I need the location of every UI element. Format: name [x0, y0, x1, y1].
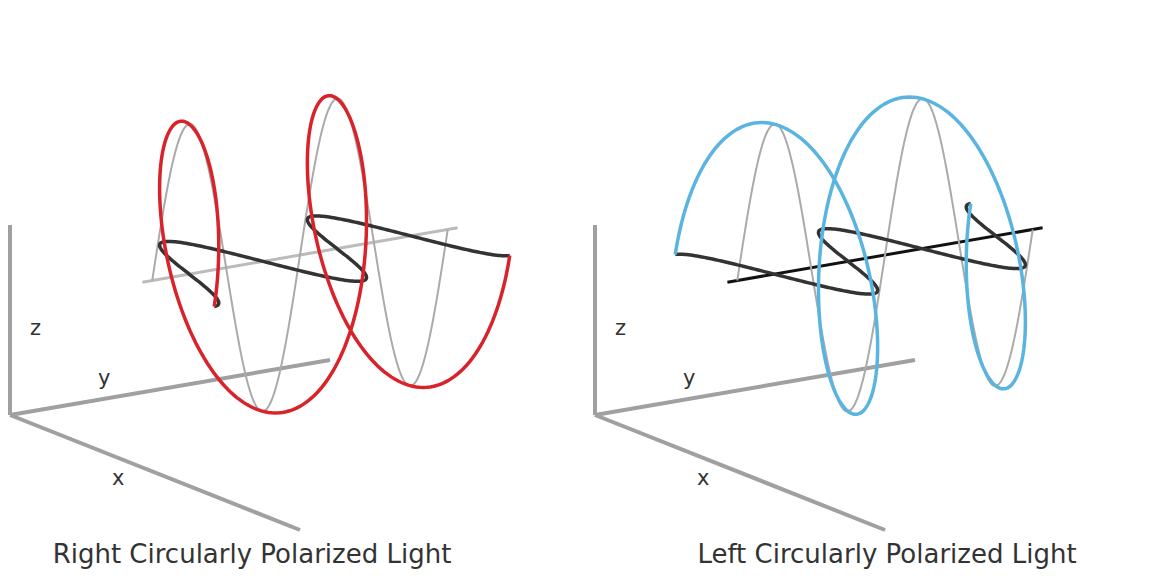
axis-label: z	[30, 318, 41, 339]
panel-caption: Right Circularly Polarized Light	[53, 541, 452, 567]
wave-panel	[10, 96, 510, 530]
coordinate-axis	[10, 360, 330, 415]
axis-label: z	[615, 318, 626, 339]
circular-polarization-helix	[160, 96, 510, 413]
horizontal-component-wave	[675, 204, 1025, 295]
horizontal-component-wave	[160, 216, 510, 307]
axis-label: x	[112, 468, 124, 489]
axis-label: y	[683, 368, 695, 389]
coordinate-axis	[10, 415, 300, 530]
axis-label: x	[697, 468, 709, 489]
coordinate-axis	[595, 415, 885, 530]
vertical-component-wave	[152, 99, 448, 412]
vertical-component-wave	[737, 99, 1033, 412]
axis-label: y	[98, 368, 110, 389]
circular-polarization-helix	[675, 97, 1025, 414]
panel-caption: Left Circularly Polarized Light	[697, 541, 1076, 567]
coordinate-axis	[593, 225, 597, 415]
coordinate-axis	[8, 225, 12, 415]
wave-panel	[595, 97, 1043, 530]
